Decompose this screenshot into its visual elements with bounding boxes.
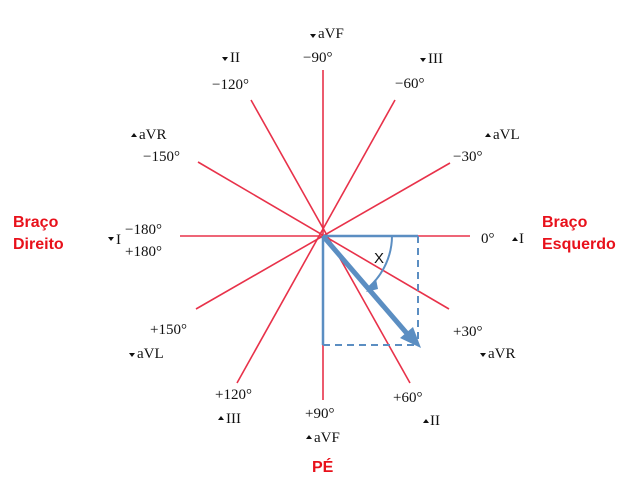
- lead-label-iii-top: III: [428, 51, 443, 67]
- lead-labels: aVF III aVL I aVR II aVF III aVL I aVR I…: [108, 26, 524, 446]
- lead-label-ii-top: II: [230, 50, 240, 66]
- triangle-up-icon: [131, 133, 137, 137]
- degree-label-plus-60: +60°: [393, 390, 422, 406]
- lead-label-avf-bottom: aVF: [314, 430, 340, 446]
- lead-label-ii-bottom: II: [430, 413, 440, 429]
- degree-label-minus-90: −90°: [303, 50, 332, 66]
- degree-label-minus-150: −150°: [143, 149, 180, 165]
- lead-label-avr-lower-right: aVR: [488, 346, 516, 362]
- degree-labels: −90° −60° −30° 0° +30° +60° +90° +120° +…: [125, 50, 495, 422]
- degree-label-0: 0°: [481, 231, 495, 247]
- degree-label-plus-120: +120°: [215, 387, 252, 403]
- triangle-up-icon: [485, 133, 491, 137]
- resultant-arrowhead: [400, 327, 421, 348]
- degree-label-plus-30: +30°: [453, 324, 482, 340]
- lead-label-i-left: I: [116, 232, 121, 248]
- triangle-up-icon: [512, 237, 518, 241]
- lead-label-avl-lower-left: aVL: [137, 346, 164, 362]
- degree-label-minus-60: −60°: [395, 76, 424, 92]
- foot-label: PÉ: [312, 457, 334, 476]
- triangle-down-icon: [310, 34, 316, 38]
- degree-label-plus-150: +150°: [150, 322, 187, 338]
- degree-label-minus-180: −180°: [125, 222, 162, 238]
- triangle-down-icon: [108, 237, 114, 241]
- right-arm-label-line1: Braço: [13, 214, 59, 231]
- left-arm-label-line1: Braço: [542, 214, 588, 231]
- limb-labels: Braço Direito Braço Esquerdo PÉ: [13, 214, 616, 476]
- left-arm-label-line2: Esquerdo: [542, 236, 616, 253]
- lead-label-avl-right: aVL: [493, 127, 520, 143]
- degree-label-plus-90: +90°: [305, 406, 334, 422]
- right-arm-label-line2: Direito: [13, 236, 64, 253]
- degree-label-minus-120: −120°: [212, 77, 249, 93]
- triangle-down-icon: [480, 353, 486, 357]
- triangle-up-icon: [218, 416, 224, 420]
- vector-construction: X: [321, 234, 421, 348]
- axis-line-60-240: [236, 99, 396, 384]
- lead-label-avf-top: aVF: [318, 26, 344, 42]
- triangle-down-icon: [129, 353, 135, 357]
- angle-x-label: X: [374, 250, 384, 267]
- resultant-vector: [321, 234, 412, 339]
- lead-label-iii-bottom: III: [226, 411, 241, 427]
- degree-label-plus-180: +180°: [125, 244, 162, 260]
- triangle-up-icon: [423, 419, 429, 423]
- lead-label-i-right: I: [519, 231, 524, 247]
- triangle-down-icon: [222, 57, 228, 61]
- lead-label-avr-upper-left: aVR: [139, 127, 167, 143]
- triangle-down-icon: [420, 58, 426, 62]
- triangle-up-icon: [306, 435, 312, 439]
- degree-label-minus-30: −30°: [453, 149, 482, 165]
